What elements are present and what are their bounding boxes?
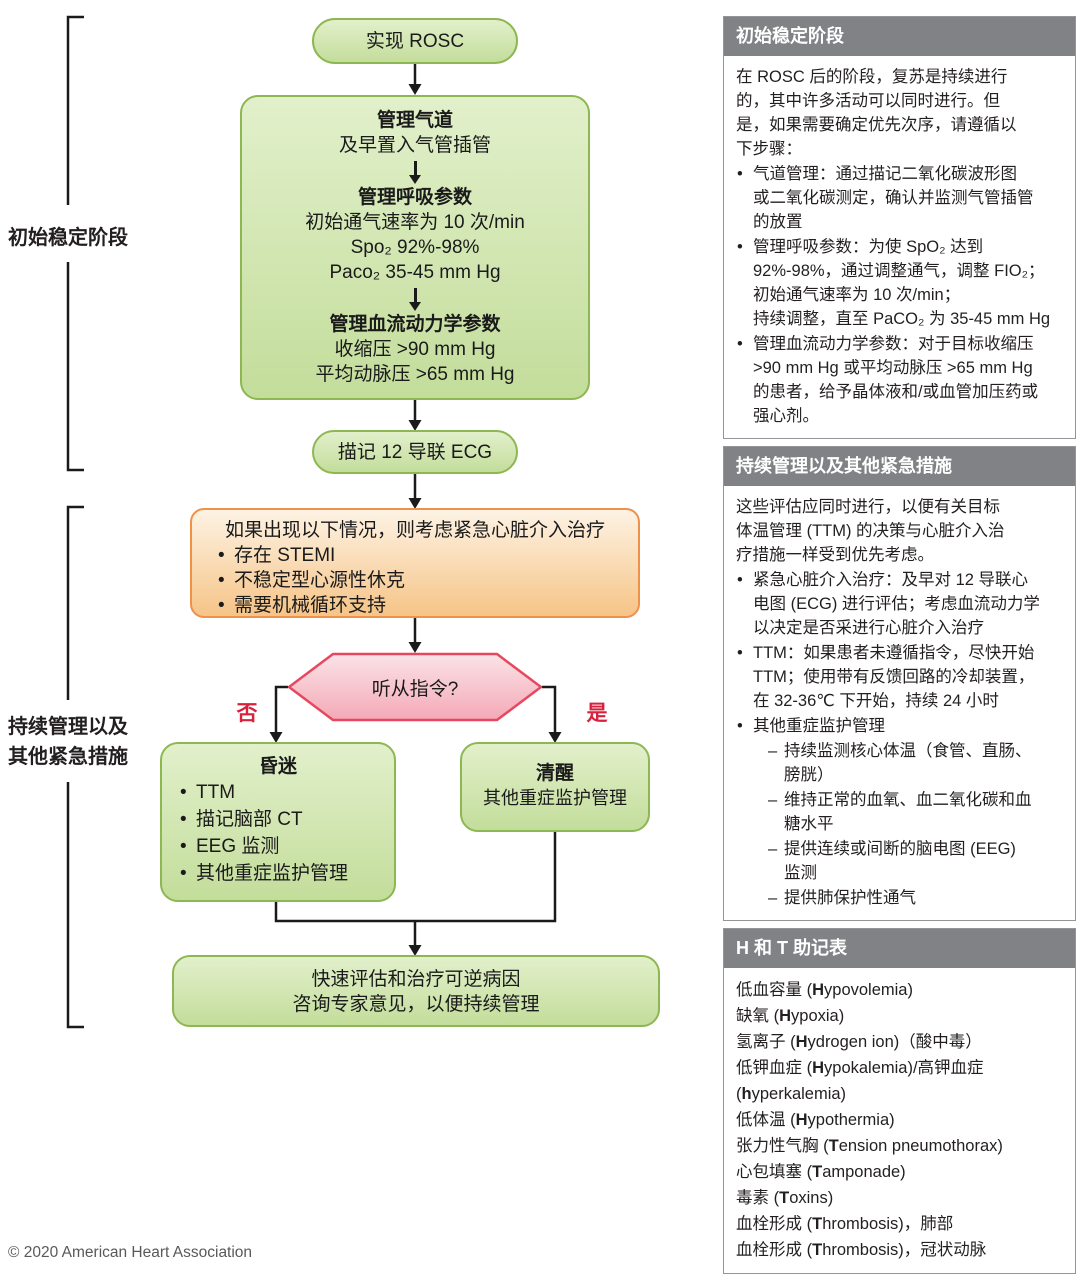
- node-label: 描记 12 导联 ECG: [337, 441, 493, 463]
- box-awake: 清醒 其他重症监护管理: [460, 742, 650, 832]
- section-continued-management: 持续管理以及其他紧急措施 这些评估应同时进行，以便有关目标 体温管理 (TTM)…: [723, 446, 1076, 921]
- decision-label: 听从指令?: [371, 678, 459, 700]
- down-arrow-icon: [413, 161, 417, 175]
- decision-follows-commands: [287, 652, 543, 727]
- node-label: 实现 ROSC: [365, 30, 465, 52]
- phase-label-line: 其他紧急措施: [8, 746, 128, 768]
- section-header: H 和 T 助记表: [724, 929, 1075, 968]
- branch-label-no: 否: [236, 702, 258, 725]
- section-header: 初始稳定阶段: [724, 17, 1075, 56]
- section-body: 在 ROSC 后的阶段，复苏是持续进行 的，其中许多活动可以同时进行。但 是，如…: [724, 56, 1075, 438]
- branch-label-yes: 是: [586, 702, 608, 725]
- ht-item: (hyperkalemia): [736, 1085, 847, 1103]
- section-initial-stabilization: 初始稳定阶段 在 ROSC 后的阶段，复苏是持续进行 的，其中许多活动可以同时进…: [723, 16, 1076, 439]
- consider-bullet: 需要机械循环支持: [214, 593, 624, 618]
- ht-item: 毒素 (Toxins): [736, 1189, 834, 1207]
- hexagon-shape: [287, 652, 543, 722]
- consider-bullet: 存在 STEMI: [214, 543, 624, 568]
- box-evaluate-treat-causes: 快速评估和治疗可逆病因 咨询专家意见，以便持续管理: [172, 955, 660, 1027]
- node-rosc-achieved: 实现 ROSC: [312, 18, 518, 64]
- ht-item: 低钾血症 (Hypokalemia)/高钾血症: [736, 1059, 984, 1077]
- section-bullet: 管理血流动力学参数：对于目标收缩压 >90 mm Hg 或平均动脉压 >65 m…: [736, 332, 1063, 428]
- phase-label-line: 持续管理以及: [8, 716, 128, 738]
- node-12-lead-ecg: 描记 12 导联 ECG: [312, 430, 518, 474]
- coma-bullet: 描记脑部 CT: [176, 806, 388, 833]
- ht-item: 缺氧 (Hypoxia): [736, 1007, 845, 1025]
- awake-line: 其他重症监护管理: [483, 788, 627, 808]
- section-bullet: 气道管理：通过描记二氧化碳波形图 或二氧化碳测定，确认并监测气管插管 的放置: [736, 162, 1063, 234]
- hemodynamic-line: 收缩压 >90 mm Hg: [334, 339, 496, 360]
- respiratory-line: 初始通气速率为 10 次/min: [305, 212, 525, 233]
- section-sub-item: 持续监测核心体温（食管、直肠、 膀胱）: [736, 739, 1063, 787]
- box-comatose: 昏迷 TTM 描记脑部 CT EEG 监测 其他重症监护管理: [160, 742, 396, 902]
- coma-bullet: EEG 监测: [176, 833, 388, 860]
- section-intro: 这些评估应同时进行，以便有关目标 体温管理 (TTM) 的决策与心脏介入治 疗措…: [736, 498, 1005, 564]
- final-line: 咨询专家意见，以便持续管理: [292, 994, 540, 1015]
- ht-item: 张力性气胸 (Tension pneumothorax): [736, 1137, 1003, 1155]
- respiratory-title: 管理呼吸参数: [357, 187, 472, 208]
- section-bullet: 紧急心脏介入治疗：及早对 12 导联心 电图 (ECG) 进行评估；考虑血流动力…: [736, 568, 1063, 640]
- respiratory-line: Spo₂ 92%-98%: [350, 237, 480, 258]
- copyright-text: © 2020 American Heart Association: [8, 1244, 253, 1261]
- ht-item: 血栓形成 (Thrombosis)，冠状动脉: [736, 1241, 987, 1259]
- down-arrow-icon: [413, 288, 417, 302]
- ht-item: 心包填塞 (Tamponade): [736, 1163, 906, 1181]
- section-sub-item: 提供肺保护性通气: [736, 886, 1063, 910]
- coma-title: 昏迷: [258, 756, 297, 777]
- respiratory-line: Paco₂ 35-45 mm Hg: [329, 262, 501, 283]
- coma-bullet: 其他重症监护管理: [176, 860, 388, 887]
- ht-item: 血栓形成 (Thrombosis)，肺部: [736, 1215, 954, 1233]
- coma-bullet: TTM: [176, 779, 388, 806]
- section-bullet: TTM：如果患者未遵循指令，尽快开始 TTM；使用带有反馈回路的冷却装置， 在 …: [736, 641, 1063, 713]
- consider-bullet: 不稳定型心源性休克: [214, 568, 624, 593]
- section-h-and-t-mnemonic: H 和 T 助记表 低血容量 (Hypovolemia) 缺氧 (Hypoxia…: [723, 928, 1076, 1274]
- section-sub-item: 提供连续或间断的脑电图 (EEG) 监测: [736, 837, 1063, 885]
- consider-title: 如果出现以下情况，则考虑紧急心脏介入治疗: [224, 520, 605, 541]
- sidebar-notes: 初始稳定阶段 在 ROSC 后的阶段，复苏是持续进行 的，其中许多活动可以同时进…: [723, 16, 1076, 1274]
- hemodynamic-line: 平均动脉压 >65 mm Hg: [315, 364, 515, 385]
- phase-label-continued-management: 持续管理以及 其他紧急措施: [8, 712, 168, 772]
- phase-label-initial-stabilization: 初始稳定阶段: [8, 227, 128, 249]
- section-header: 持续管理以及其他紧急措施: [724, 447, 1075, 486]
- airway-line: 及早置入气管插管: [338, 135, 491, 156]
- ht-item: 低血容量 (Hypovolemia): [736, 981, 913, 999]
- final-line: 快速评估和治疗可逆病因: [311, 969, 521, 990]
- box-initial-stabilization: 管理气道 及早置入气管插管 管理呼吸参数 初始通气速率为 10 次/min Sp…: [240, 95, 590, 400]
- section-intro: 在 ROSC 后的阶段，复苏是持续进行 的，其中许多活动可以同时进行。但 是，如…: [736, 68, 1017, 158]
- airway-title: 管理气道: [376, 110, 453, 131]
- section-bullet: 管理呼吸参数：为使 SpO₂ 达到 92%-98%，通过调整通气，调整 FIO₂…: [736, 235, 1063, 331]
- down-arrow-icon: [269, 84, 562, 956]
- section-sub-item: 维持正常的血氧、血二氧化碳和血 糖水平: [736, 788, 1063, 836]
- awake-title: 清醒: [535, 763, 574, 784]
- ht-item: 氢离子 (Hydrogen ion)（酸中毒）: [736, 1033, 982, 1051]
- hemodynamic-title: 管理血流动力学参数: [329, 314, 501, 335]
- ht-item: 低体温 (Hypothermia): [736, 1111, 895, 1129]
- section-body: 这些评估应同时进行，以便有关目标 体温管理 (TTM) 的决策与心脏介入治 疗措…: [724, 486, 1075, 920]
- section-bullet: 其他重症监护管理: [736, 714, 1063, 738]
- section-body: 低血容量 (Hypovolemia) 缺氧 (Hypoxia) 氢离子 (Hyd…: [724, 968, 1075, 1273]
- box-consider-emergent-cardiac-intervention: 如果出现以下情况，则考虑紧急心脏介入治疗 存在 STEMI 不稳定型心源性休克 …: [190, 508, 640, 618]
